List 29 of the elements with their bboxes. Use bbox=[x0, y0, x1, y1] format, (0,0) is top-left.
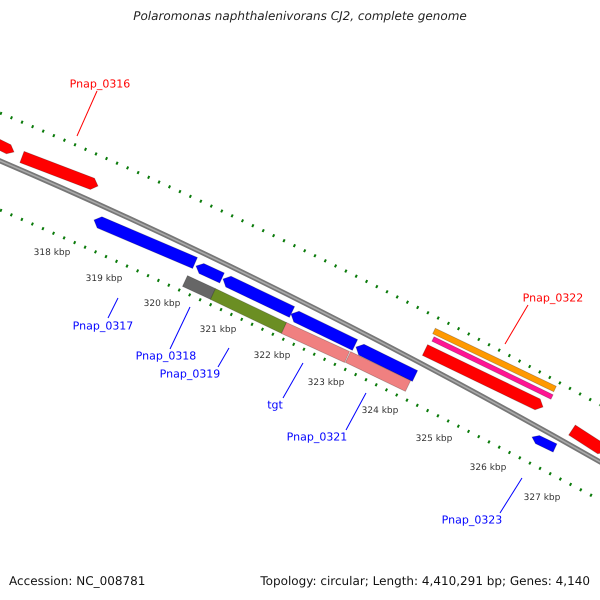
scale-label: 324 kbp bbox=[362, 406, 398, 416]
leader-line bbox=[282, 362, 304, 398]
leader-line bbox=[108, 298, 118, 318]
scale-label: 319 kbp bbox=[86, 274, 122, 284]
gene-label: Pnap_0318 bbox=[136, 350, 196, 362]
leader-line bbox=[346, 392, 366, 430]
leader-line bbox=[170, 306, 190, 350]
leader-line bbox=[218, 348, 230, 368]
gene-label: Pnap_0323 bbox=[442, 514, 502, 526]
map-title: Polaromonas naphthalenivorans CJ2, complete genome bbox=[132, 9, 468, 23]
gene-label: Pnap_0317 bbox=[72, 320, 134, 332]
scale-label: 320 kbp bbox=[144, 299, 180, 309]
gene-label: Pnap_0319 bbox=[160, 368, 220, 380]
gene-label: Pnap_0316 bbox=[70, 78, 130, 90]
footer-text: Accession: NC_008781 bbox=[9, 574, 146, 588]
footer-text: Topology: circular; Length: 4,410,291 bp; Genes: 4,140 bbox=[260, 574, 590, 588]
scale-label: 325 kbp bbox=[416, 434, 452, 444]
scale-label: 322 kbp bbox=[254, 351, 290, 361]
scale-label: 321 kbp bbox=[200, 325, 236, 335]
scale-label: 318 kbp bbox=[34, 248, 70, 258]
scale-label: 323 kbp bbox=[308, 378, 344, 388]
leader-line bbox=[500, 478, 522, 514]
leader-line bbox=[504, 304, 528, 344]
gene-label: tgt bbox=[267, 398, 283, 412]
scale-label: 326 kbp bbox=[470, 463, 506, 473]
leader-line bbox=[76, 90, 98, 136]
gene-label: Pnap_0322 bbox=[522, 292, 584, 304]
gene-label: Pnap_0321 bbox=[286, 430, 348, 444]
scale-label: 327 kbp bbox=[524, 493, 560, 503]
